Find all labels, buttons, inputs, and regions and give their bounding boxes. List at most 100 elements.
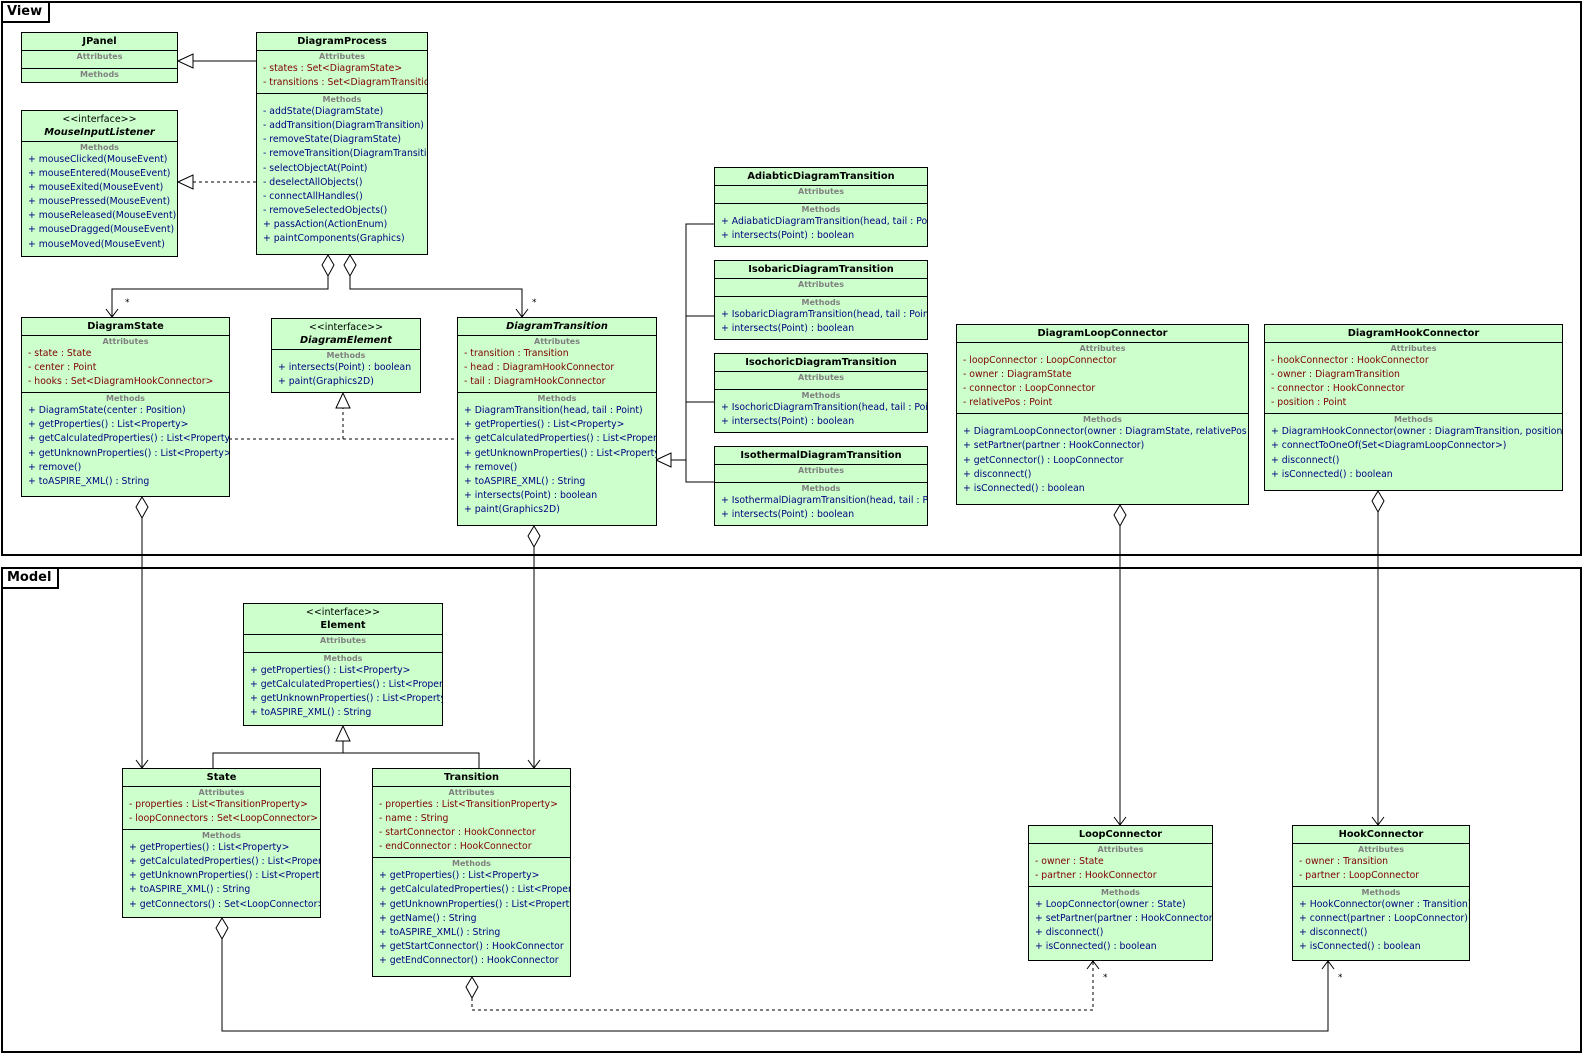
method: + getStartConnector() : HookConnector	[379, 940, 564, 952]
class-diagramtransition[interactable]: DiagramTransition Attributes - transitio…	[457, 317, 657, 526]
method: + remove()	[28, 461, 82, 473]
method: + getCalculatedProperties() : List<Prope…	[464, 433, 657, 445]
method: + mouseReleased(MouseEvent)	[28, 210, 177, 222]
attributes-heading: Attributes	[102, 337, 149, 346]
class-isothermaldiagramtransition[interactable]: IsothermalDiagramTransition Attributes M…	[714, 446, 928, 526]
method: + AdiabaticDiagramTransition(head, tail …	[721, 216, 928, 227]
method: - selectObjectAt(Point)	[263, 162, 368, 174]
class-name: State	[206, 772, 237, 783]
methods-heading: Methods	[801, 484, 841, 493]
attribute: - loopConnector : LoopConnector	[963, 355, 1117, 366]
attributes-heading: Attributes	[1097, 845, 1144, 854]
attribute: - connector : HookConnector	[1271, 383, 1405, 395]
method: + getCalculatedProperties() : List<Prope…	[250, 679, 443, 691]
method: + LoopConnector(owner : State)	[1035, 899, 1186, 911]
methods-heading: Methods	[1361, 888, 1401, 898]
method: + toASPIRE_XML() : String	[28, 475, 150, 487]
attribute: - transitions : Set<DiagramTransition>	[263, 77, 428, 89]
attributes-heading: Attributes	[798, 466, 844, 475]
class-name: JPanel	[82, 36, 117, 47]
class-element[interactable]: <<interface>> Element Attributes Methods…	[243, 603, 443, 726]
methods-heading: Methods	[801, 298, 841, 307]
class-diagramloopconnector[interactable]: DiagramLoopConnector Attributes - loopCo…	[956, 324, 1249, 505]
multiplicity-hookconnector: *	[1338, 973, 1343, 983]
methods-heading: Methods	[106, 394, 145, 404]
methods-heading: Methods	[452, 859, 491, 869]
class-name: MouseInputListener	[44, 127, 155, 138]
method: + IsobaricDiagramTransition(head, tail :…	[721, 309, 928, 320]
attributes-heading: Attributes	[798, 373, 844, 382]
stereotype: <<interface>>	[305, 607, 381, 618]
attribute: - states : Set<DiagramState>	[263, 63, 403, 74]
method: + connectToOneOf(Set<DiagramLoopConnecto…	[1271, 440, 1507, 452]
method: + intersects(Point) : boolean	[721, 416, 855, 428]
attributes-heading: Attributes	[198, 788, 245, 797]
method: + mouseExited(MouseEvent)	[28, 182, 164, 194]
method: - connectAllHandles()	[263, 190, 363, 202]
method: + disconnect()	[1035, 927, 1104, 939]
class-diagramelement[interactable]: <<interface>> DiagramElement Methods + i…	[271, 318, 421, 393]
multiplicity-diagramstate: *	[125, 298, 130, 308]
class-adiabaticdiagramtransition[interactable]: AdiabticDiagramTransition Attributes Met…	[714, 167, 928, 247]
method: + DiagramLoopConnector(owner : DiagramSt…	[963, 426, 1248, 438]
method: + getProperties() : List<Property>	[464, 419, 625, 431]
attributes-heading: Attributes	[448, 788, 495, 797]
class-isochoricdiagramtransition[interactable]: IsochoricDiagramTransition Attributes Me…	[714, 353, 928, 433]
class-name: DiagramTransition	[506, 321, 608, 332]
method: - removeSelectedObjects()	[263, 204, 388, 216]
method: + IsochoricDiagramTransition(head, tail …	[721, 402, 928, 413]
class-name: Element	[320, 620, 366, 631]
class-transition[interactable]: Transition Attributes - properties : Lis…	[372, 768, 571, 977]
class-diagramhookconnector[interactable]: DiagramHookConnector Attributes - hookCo…	[1264, 324, 1563, 491]
attribute: - endConnector : HookConnector	[379, 841, 532, 853]
class-isobaricdiagramtransition[interactable]: IsobaricDiagramTransition Attributes Met…	[714, 260, 928, 340]
method: + setPartner(partner : HookConnector)	[963, 440, 1145, 452]
methods-heading: Methods	[801, 391, 841, 400]
class-mouseinputlistener[interactable]: <<interface>> MouseInputListener Methods…	[21, 110, 178, 257]
attributes-heading: Attributes	[1390, 344, 1437, 353]
class-name: Transition	[444, 772, 499, 783]
attribute: - relativePos : Point	[963, 397, 1053, 409]
method: + toASPIRE_XML() : String	[250, 707, 372, 719]
class-name: DiagramLoopConnector	[1037, 328, 1168, 339]
method: + isConnected() : boolean	[1271, 468, 1393, 480]
attributes-heading: Attributes	[320, 636, 366, 645]
method: + intersects(Point) : boolean	[721, 509, 855, 521]
method: + getCalculatedProperties() : List<Prope…	[129, 856, 321, 868]
method: + DiagramState(center : Position)	[28, 405, 186, 417]
methods-heading: Methods	[80, 70, 119, 79]
attributes-heading: Attributes	[798, 187, 844, 196]
method: + toASPIRE_XML() : String	[379, 926, 501, 938]
method: + getConnectors() : Set<LoopConnector>	[129, 898, 321, 910]
method: + getCalculatedProperties() : List<Prope…	[28, 433, 230, 445]
method: + HookConnector(owner : Transition)	[1299, 899, 1470, 911]
attribute: - hookConnector : HookConnector	[1271, 355, 1429, 366]
class-state[interactable]: State Attributes - properties : List<Tra…	[122, 768, 321, 918]
class-jpanel[interactable]: JPanel Attributes Methods	[21, 32, 178, 83]
method: + mouseEntered(MouseEvent)	[28, 168, 171, 180]
method: + DiagramTransition(head, tail : Point)	[464, 405, 643, 417]
attributes-heading: Attributes	[1358, 845, 1404, 854]
class-name: LoopConnector	[1078, 829, 1163, 840]
methods-heading: Methods	[80, 143, 119, 152]
method: + isConnected() : boolean	[963, 482, 1085, 494]
methods-heading: Methods	[202, 831, 241, 841]
class-loopconnector[interactable]: LoopConnector Attributes - owner : State…	[1028, 825, 1213, 961]
attribute: - hooks : Set<DiagramHookConnector>	[28, 376, 214, 388]
class-diagramprocess[interactable]: DiagramProcess Attributes - states : Set…	[256, 32, 428, 255]
class-diagramstate[interactable]: DiagramState Attributes - state : State …	[21, 317, 230, 497]
attributes-heading: Attributes	[798, 280, 844, 289]
multiplicity-loopconnector: *	[1103, 973, 1108, 983]
attribute: - name : String	[379, 813, 449, 825]
method: - removeState(DiagramState)	[263, 134, 402, 146]
model-package: Model	[1, 567, 1582, 1053]
method: + intersects(Point) : boolean	[721, 230, 855, 242]
attributes-heading: Attributes	[1079, 344, 1126, 353]
class-hookconnector[interactable]: HookConnector Attributes - owner : Trans…	[1292, 825, 1470, 961]
method: + IsothermalDiagramTransition(head, tail…	[721, 495, 928, 506]
attribute: - owner : DiagramTransition	[1271, 369, 1400, 381]
method: + getCalculatedProperties() : List<Prope…	[379, 884, 571, 896]
class-name: IsochoricDiagramTransition	[745, 357, 897, 368]
method: + getName() : String	[379, 912, 477, 924]
